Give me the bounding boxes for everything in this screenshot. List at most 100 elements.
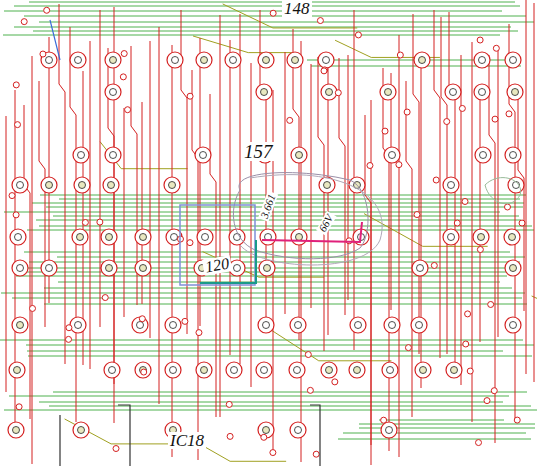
through-hole-pad <box>445 84 461 100</box>
signal-trace <box>498 50 499 337</box>
drill-hole <box>140 265 147 272</box>
signal-trace <box>203 252 325 278</box>
signal-trace <box>301 41 302 462</box>
drill-hole <box>389 152 396 159</box>
through-hole-pad <box>196 52 212 68</box>
via <box>405 345 411 351</box>
through-hole-pad <box>505 52 521 68</box>
drill-hole <box>419 57 426 64</box>
through-hole-pad <box>70 317 86 333</box>
signal-trace <box>383 68 389 451</box>
drill-hole <box>509 234 516 241</box>
drill-hole <box>326 367 333 374</box>
via <box>506 111 512 117</box>
via <box>187 93 193 99</box>
drill-hole <box>389 322 396 329</box>
signal-trace <box>150 41 151 338</box>
through-hole-pad <box>474 52 490 68</box>
drill-hole <box>140 234 147 241</box>
drill-hole <box>108 182 115 189</box>
via <box>261 434 267 440</box>
via <box>66 325 72 331</box>
drill-hole <box>448 182 455 189</box>
drill-hole <box>478 234 485 241</box>
signal-trace <box>285 52 286 314</box>
through-hole-pad <box>446 362 462 378</box>
drill-hole <box>106 234 113 241</box>
drill-hole <box>75 322 82 329</box>
signal-trace <box>421 59 422 388</box>
via <box>492 116 498 122</box>
signal-trace <box>9 396 509 397</box>
drill-hole <box>261 89 268 96</box>
drill-hole <box>17 322 24 329</box>
signal-trace <box>14 6 520 7</box>
signal-trace <box>32 56 33 464</box>
through-hole-pad <box>259 260 275 276</box>
signal-trace <box>406 81 412 417</box>
drill-hole <box>106 265 113 272</box>
through-hole-pad <box>474 84 490 100</box>
via <box>463 341 469 347</box>
through-hole-pad <box>226 362 242 378</box>
drill-hole <box>510 265 517 272</box>
through-hole-pad <box>9 362 25 378</box>
via <box>382 128 388 134</box>
via <box>397 52 403 58</box>
via <box>476 440 482 446</box>
drill-hole <box>510 152 517 159</box>
drill-hole <box>14 367 21 374</box>
signal-trace <box>4 212 500 213</box>
through-hole-pad <box>10 229 26 245</box>
drill-hole <box>416 322 423 329</box>
via <box>187 240 193 246</box>
via <box>82 219 88 225</box>
through-hole-pad <box>475 147 491 163</box>
drill-hole <box>169 182 176 189</box>
signal-trace <box>472 42 473 422</box>
drill-hole <box>261 367 268 374</box>
drill-hole <box>79 182 86 189</box>
through-hole-pad <box>104 362 120 378</box>
handwritten-note: 120 <box>202 255 232 276</box>
via <box>322 67 328 73</box>
drill-hole <box>448 234 455 241</box>
drill-hole <box>387 367 394 374</box>
signal-trace <box>6 116 7 392</box>
through-hole-pad <box>101 229 117 245</box>
through-hole-pad <box>256 362 272 378</box>
via <box>113 446 119 452</box>
through-hole-pad <box>195 147 211 163</box>
signal-trace <box>509 24 515 420</box>
signal-trace <box>348 55 349 300</box>
signal-trace <box>230 40 231 355</box>
via <box>125 107 131 113</box>
signal-trace <box>318 57 324 351</box>
through-hole-pad <box>105 147 121 163</box>
via <box>493 45 499 51</box>
via <box>367 163 373 169</box>
through-hole-pad <box>167 52 183 68</box>
via <box>287 117 293 123</box>
through-hole-pad <box>258 52 274 68</box>
signal-trace <box>267 327 391 360</box>
signal-trace <box>29 2 515 3</box>
signal-trace <box>4 410 537 411</box>
signal-trace <box>39 81 45 327</box>
signal-trace <box>27 351 503 352</box>
through-hole-pad <box>105 52 121 68</box>
drill-hole <box>417 265 424 272</box>
drill-hole <box>420 367 427 374</box>
drill-hole <box>385 89 392 96</box>
drill-hole <box>296 152 303 159</box>
via <box>21 19 27 25</box>
through-hole-pad <box>350 317 366 333</box>
signal-trace <box>159 27 160 404</box>
through-hole-pad <box>196 362 212 378</box>
circled-region <box>485 178 521 204</box>
signal-trace <box>59 199 520 200</box>
signal-trace <box>124 108 125 317</box>
drill-hole <box>46 182 53 189</box>
via <box>477 247 483 253</box>
via <box>465 311 471 317</box>
